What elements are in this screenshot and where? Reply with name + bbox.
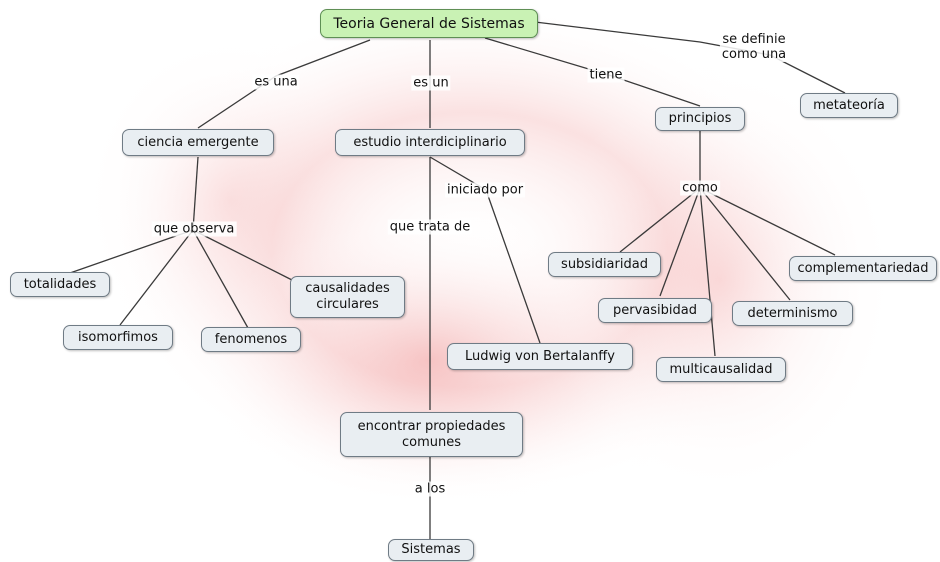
concept-encontrar-propiedades[interactable]: encontrar propiedades comunes (340, 412, 523, 457)
concept-complementariedad[interactable]: complementariedad (789, 256, 937, 281)
link-como: como (680, 180, 720, 196)
link-iniciado-por: iniciado por (444, 182, 526, 198)
concept-subsidiaridad[interactable]: subsidiaridad (548, 252, 661, 277)
concept-ludwig-von-bertalanffy[interactable]: Ludwig von Bertalanffy (447, 343, 633, 370)
concept-isomorfimos[interactable]: isomorfimos (63, 325, 173, 350)
connector-ciencia-observa (192, 156, 199, 231)
link-es-un: es un (411, 75, 451, 91)
concept-metateoria[interactable]: metateoría (800, 93, 898, 118)
link-que-trata-de: que trata de (387, 219, 473, 235)
concept-encontrar-line2: comunes (401, 434, 461, 450)
concept-ciencia-emergente[interactable]: ciencia emergente (122, 129, 274, 156)
concept-principios[interactable]: principios (655, 107, 745, 131)
link-se-definie-line1: se definie (722, 32, 786, 47)
concept-totalidades[interactable]: totalidades (10, 272, 110, 297)
concept-multicausalidad[interactable]: multicausalidad (656, 357, 786, 382)
link-es-una: es una (252, 74, 300, 90)
concept-estudio-interdiciplinario[interactable]: estudio interdiciplinario (335, 129, 525, 156)
concept-causalidades-line2: circulares (316, 297, 379, 312)
concept-sistemas[interactable]: Sistemas (388, 539, 474, 561)
concept-determinismo[interactable]: determinismo (732, 301, 853, 326)
link-que-observa: que observa (151, 221, 237, 237)
concept-pervasibidad[interactable]: pervasibidad (598, 298, 712, 323)
concept-teoria-general[interactable]: Teoria General de Sistemas (320, 9, 538, 38)
link-se-definie-line2: como una (721, 47, 787, 62)
link-tiene: tiene (587, 67, 625, 83)
concept-encontrar-line1: encontrar propiedades (357, 418, 506, 434)
concept-causalidades-line1: causalidades (305, 281, 390, 296)
link-a-los: a los (412, 481, 448, 497)
concept-fenomenos[interactable]: fenomenos (201, 327, 301, 352)
connector-root-metateoria (534, 21, 846, 94)
concept-causalidades-circulares[interactable]: causalidades circulares (290, 276, 405, 318)
link-se-definie: se definie como una (719, 32, 789, 62)
